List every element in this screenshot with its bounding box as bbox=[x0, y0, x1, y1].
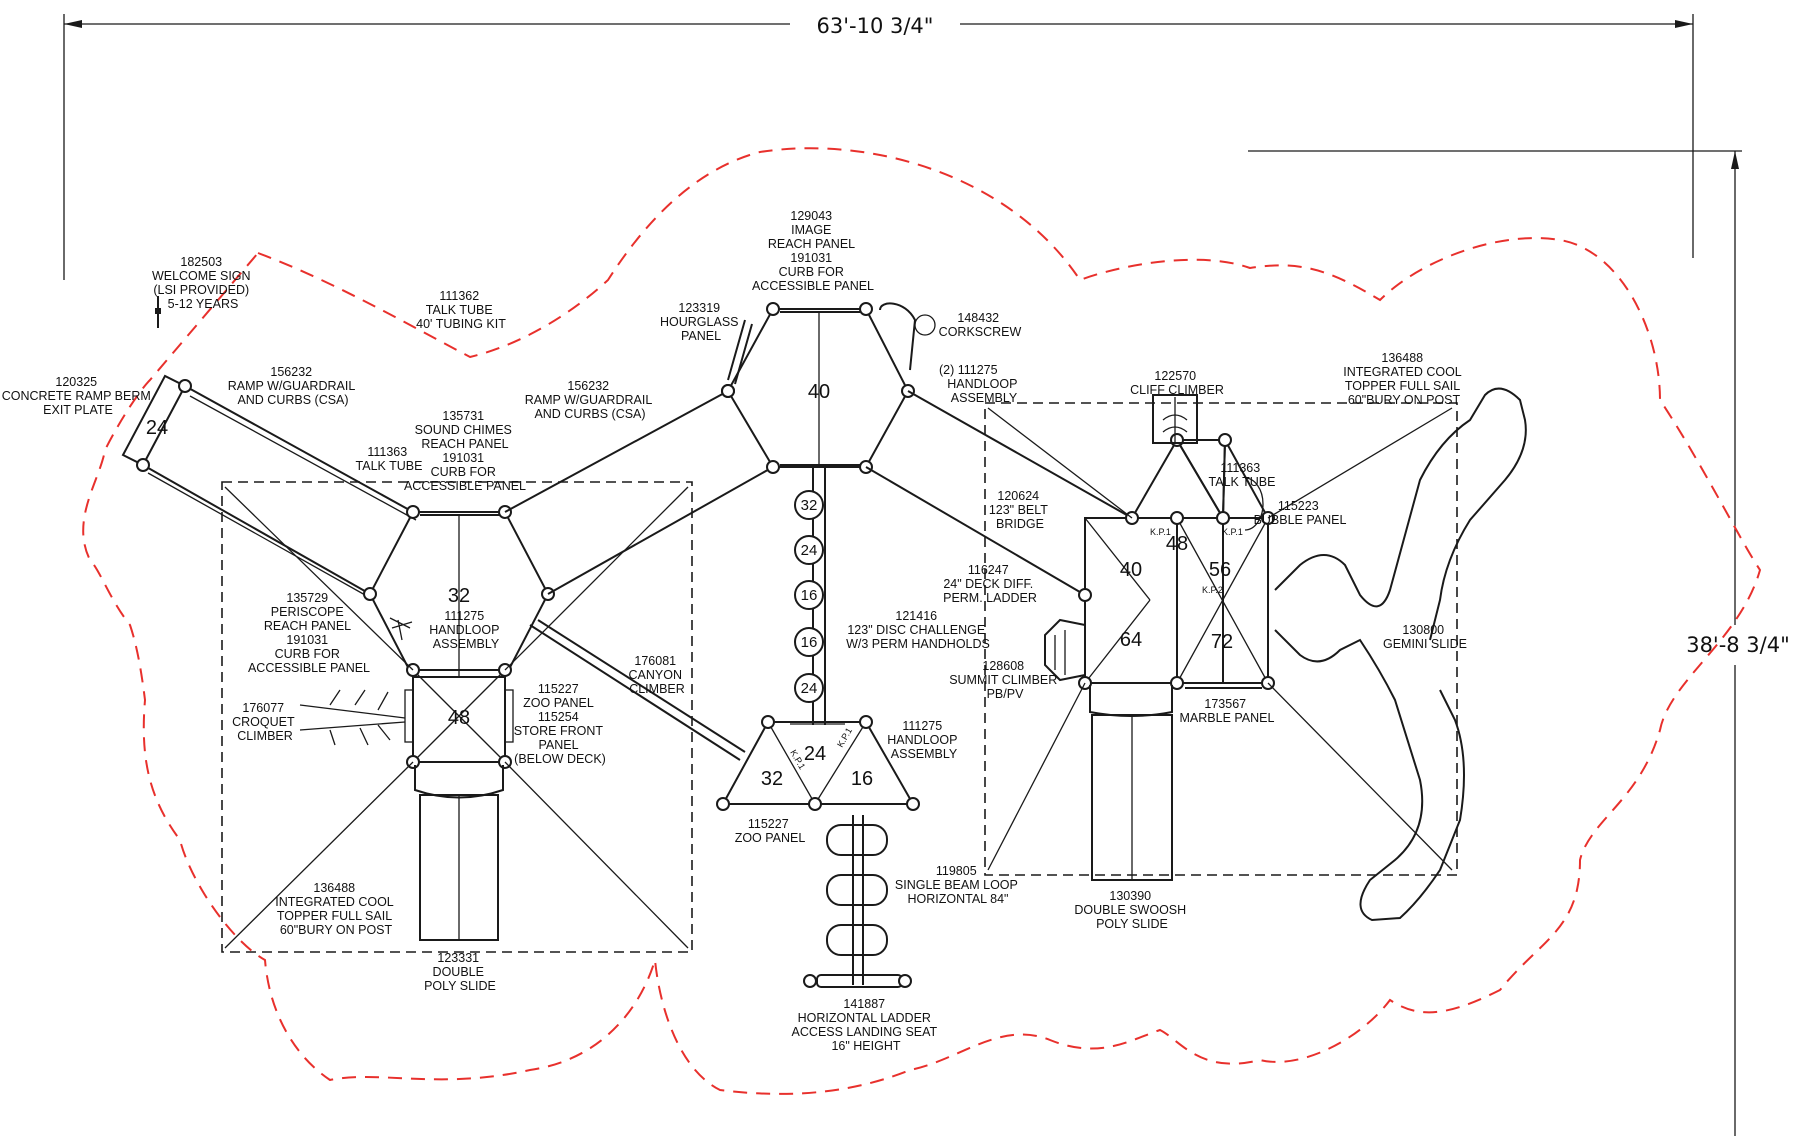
left-hex-height: 32 bbox=[448, 585, 470, 607]
right-48-height: 48 bbox=[1166, 533, 1188, 555]
height-dimension-label: 38'-8 3/4" bbox=[1686, 633, 1790, 657]
label-marble-panel: 173567 MARBLE PANEL bbox=[1180, 697, 1275, 725]
label-handloop-center: 111275 HANDLOOP ASSEMBLY bbox=[887, 719, 960, 761]
label-double-poly: 123331 DOUBLE POLY SLIDE bbox=[424, 951, 496, 993]
corkscrew-climber bbox=[879, 302, 917, 371]
label-gemini-slide: 130800 GEMINI SLIDE bbox=[1383, 623, 1467, 651]
label-belt-bridge: 120624 123" BELT BRIDGE bbox=[989, 489, 1051, 531]
tri-top-height: 24 bbox=[804, 743, 826, 765]
label-zoo-store: 115227 ZOO PANEL 115254 STORE FRONT PANE… bbox=[514, 682, 607, 766]
label-bubble-panel: 115223 BUBBLE PANEL bbox=[1254, 499, 1347, 527]
label-image-reach: 129043 IMAGE REACH PANEL 191031 CURB FOR… bbox=[752, 209, 874, 293]
label-curb-left: 191031 CURB FOR ACCESSIBLE PANEL bbox=[404, 451, 526, 493]
label-ramp-berm: 120325 CONCRETE RAMP BERM EXIT PLATE bbox=[2, 375, 155, 417]
label-summit-climber: 128608 SUMMIT CLIMBER PB/PV bbox=[949, 659, 1061, 701]
belt-bridge bbox=[865, 390, 1133, 596]
left-square-deck: 48 bbox=[404, 663, 514, 769]
label-handloop-top: (2) 111275 HANDLOOP ASSEMBLY bbox=[939, 363, 1021, 405]
ramp-berm-plate bbox=[121, 374, 187, 467]
label-double-swoosh: 130390 DOUBLE SWOOSH POLY SLIDE bbox=[1074, 889, 1189, 931]
label-ramp-center: 156232 RAMP W/GUARDRAIL AND CURBS (CSA) bbox=[525, 379, 656, 421]
left-sail-cables bbox=[224, 486, 689, 949]
label-cool-topper-right: 136488 INTEGRATED COOL TOPPER FULL SAIL … bbox=[1343, 351, 1465, 407]
component-labels: 182503 WELCOME SIGN (LSI PROVIDED) 5-12 … bbox=[2, 209, 1467, 1053]
label-croquet-climber: 176077 CROQUET CLIMBER bbox=[232, 701, 298, 743]
periscope-icon bbox=[389, 617, 413, 641]
right-40-height: 40 bbox=[1120, 559, 1142, 581]
tri-right-height: 16 bbox=[851, 768, 873, 790]
croquet-climber bbox=[299, 689, 406, 746]
left-hex-deck: 32 bbox=[363, 505, 555, 678]
height-dimension: 38'-8 3/4" bbox=[1248, 150, 1790, 1136]
label-handloop-left: 111275 HANDLOOP ASSEMBLY bbox=[429, 609, 502, 651]
label-talk-tube-kit: 111362 TALK TUBE 40' TUBING KIT bbox=[416, 289, 506, 331]
disc-1-height: 32 bbox=[801, 497, 818, 514]
center-triangle-deck: 24 32 16 K.P.1 K.P.1 bbox=[716, 715, 920, 811]
label-talk-tube-left: 111363 TALK TUBE bbox=[356, 445, 423, 473]
right-structure-footprint bbox=[984, 402, 1458, 876]
label-cool-topper-left: 136488 INTEGRATED COOL TOPPER FULL SAIL … bbox=[275, 881, 397, 937]
post bbox=[136, 458, 150, 472]
disc-3-height: 16 bbox=[801, 587, 818, 604]
label-welcome-sign: 182503 WELCOME SIGN (LSI PROVIDED) 5-12 … bbox=[152, 255, 254, 311]
label-periscope: 135729 PERISCOPE REACH PANEL 191031 CURB… bbox=[248, 591, 370, 675]
left-square-height: 48 bbox=[448, 707, 470, 729]
deck-64 bbox=[1084, 517, 1224, 684]
right-72-height: 72 bbox=[1211, 631, 1233, 653]
gemini-slide-lower bbox=[1274, 629, 1465, 922]
disc-2-height: 24 bbox=[801, 542, 818, 559]
safety-zone-outline bbox=[82, 147, 1762, 1095]
tri-left-height: 32 bbox=[761, 768, 783, 790]
label-zoo-center: 115227 ZOO PANEL bbox=[735, 817, 806, 845]
corkscrew-wheel bbox=[914, 314, 936, 336]
right-56-height: 56 bbox=[1209, 559, 1231, 581]
label-canyon-climber: 176081 CANYON CLIMBER bbox=[629, 654, 686, 696]
gemini-slide-upper bbox=[1274, 387, 1527, 641]
bubble-panel bbox=[1244, 477, 1264, 531]
label-hourglass: 123319 HOURGLASS PANEL bbox=[660, 301, 742, 343]
label-single-beam: 119805 SINGLE BEAM LOOP HORIZONTAL 84" bbox=[895, 864, 1021, 906]
width-dimension: 63'-10 3/4" bbox=[63, 14, 1694, 280]
disc-4-height: 16 bbox=[801, 634, 818, 651]
double-swoosh-top bbox=[1089, 685, 1173, 717]
label-corkscrew: 148432 CORKSCREW bbox=[939, 311, 1022, 339]
center-hex-height: 40 bbox=[808, 381, 830, 403]
double-poly-slide bbox=[414, 765, 504, 941]
kp-label: K.P.1 bbox=[1150, 527, 1171, 537]
disc-5-height: 24 bbox=[801, 680, 818, 697]
summit-climber bbox=[1044, 618, 1086, 682]
label-talk-tube-right: 111363 TALK TUBE bbox=[1209, 461, 1276, 489]
left-ramp: 24 bbox=[121, 374, 417, 601]
label-disc-challenge: 121416 123" DISC CHALLENGE W/3 PERM HAND… bbox=[846, 609, 990, 651]
kp-label: K.P.1 bbox=[1222, 527, 1243, 537]
width-dimension-label: 63'-10 3/4" bbox=[817, 14, 934, 38]
label-horizontal-ladder: 141887 HORIZONTAL LADDER ACCESS LANDING … bbox=[792, 997, 941, 1053]
left-structure-footprint bbox=[221, 481, 693, 953]
ramp-berm-height: 24 bbox=[146, 417, 168, 439]
horizontal-ladder bbox=[803, 815, 912, 988]
welcome-sign bbox=[155, 296, 161, 328]
right-structure: 40 48 56 64 72 K.P.1 K.P.1 K.P.2 bbox=[987, 387, 1527, 922]
right-64-height: 64 bbox=[1120, 629, 1142, 651]
label-cliff-climber: 122570 CLIFF CLIMBER bbox=[1130, 369, 1224, 397]
label-deck-ladder: 116247 24" DECK DIFF. PERM. LADDER bbox=[943, 563, 1037, 605]
canyon-climber bbox=[529, 619, 746, 761]
post bbox=[178, 379, 192, 393]
center-hex-deck: 40 bbox=[721, 302, 936, 474]
kp-label: K.P.2 bbox=[1202, 585, 1223, 595]
label-sound-chimes: 135731 SOUND CHIMES REACH PANEL bbox=[415, 409, 516, 451]
label-ramp-left: 156232 RAMP W/GUARDRAIL AND CURBS (CSA) bbox=[228, 365, 359, 407]
disc-challenge: 32 24 16 16 24 bbox=[794, 467, 826, 725]
hourglass-panel bbox=[727, 319, 753, 385]
